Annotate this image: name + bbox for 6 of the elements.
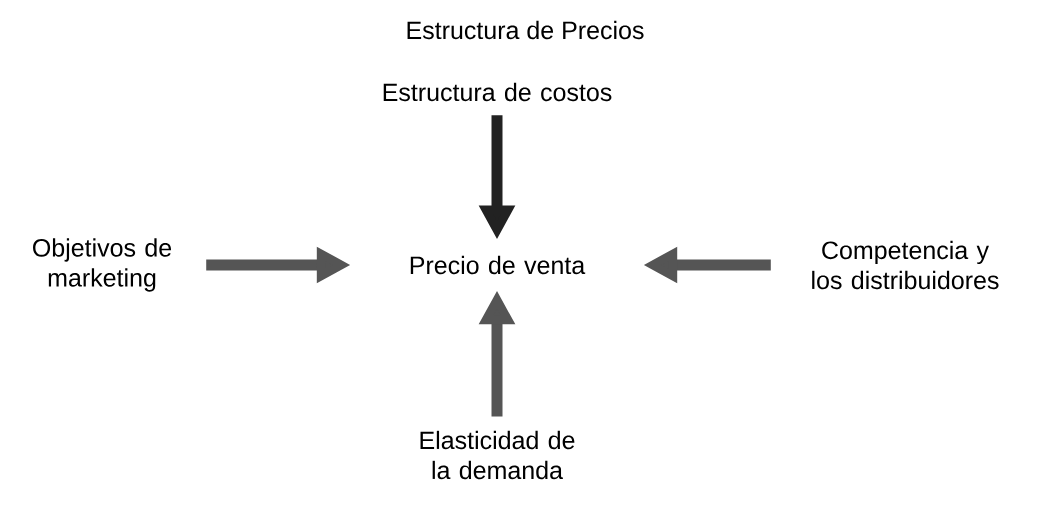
node-label: Estructura de costos [383,82,612,102]
title: Estructura de Precios [407,20,644,40]
node-label: Competencia y los distribuidores [812,240,999,290]
node-label: Precio de venta [410,255,586,275]
node-label: Objetivos de marketing [33,238,172,292]
node-label: Elasticidad de la demanda [420,430,575,480]
